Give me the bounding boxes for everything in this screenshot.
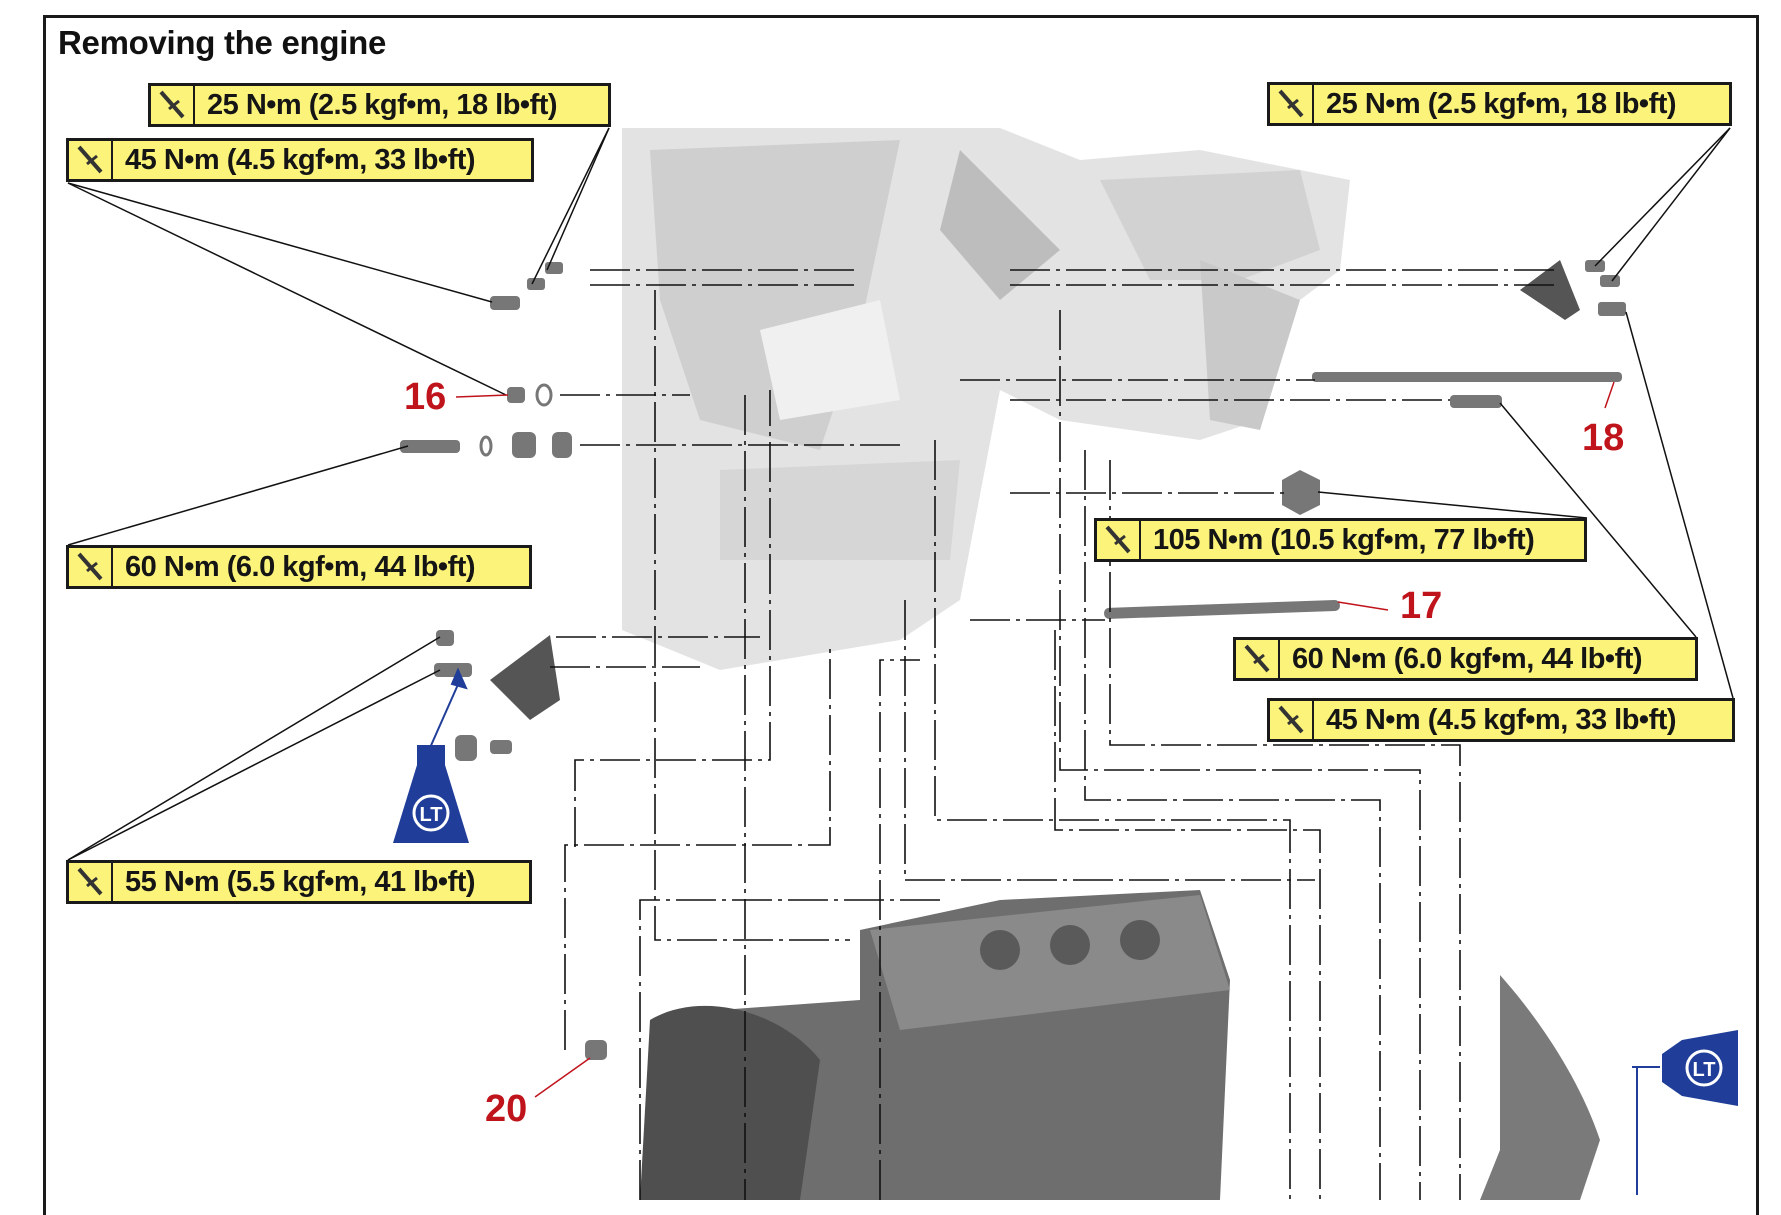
torque-wrench-icon (1236, 640, 1280, 678)
locktite-icon: LT (393, 745, 469, 843)
torque-wrench-icon (1097, 521, 1141, 559)
torque-spec-label: 45 N•m (4.5 kgf•m, 33 lb•ft) (66, 138, 534, 182)
engine (640, 890, 1600, 1200)
motorcycle-frame (622, 128, 1350, 670)
torque-wrench-icon (1270, 85, 1314, 123)
leader-lines (67, 127, 1734, 1200)
torque-wrench-icon (69, 863, 113, 901)
torque-wrench-icon (1270, 701, 1314, 739)
lt-label: LT (420, 804, 443, 826)
torque-spec-label: 55 N•m (5.5 kgf•m, 41 lb•ft) (66, 860, 532, 904)
torque-wrench-icon (151, 86, 195, 124)
bolts (400, 260, 1626, 1060)
torque-spec-label: 105 N•m (10.5 kgf•m, 77 lb•ft) (1094, 518, 1587, 562)
torque-spec-label: 60 N•m (6.0 kgf•m, 44 lb•ft) (1233, 637, 1698, 681)
callout-18: 18 (1582, 417, 1625, 459)
callout-leaders (455, 381, 1615, 1098)
callout-20: 20 (485, 1088, 528, 1130)
section-title: Removing the engine (58, 24, 387, 61)
lt-label: LT (1693, 1059, 1716, 1081)
locktite-icon: LT (1662, 1030, 1738, 1106)
lt-arrows (428, 667, 1660, 1195)
torque-spec-label: 45 N•m (4.5 kgf•m, 33 lb•ft) (1267, 698, 1735, 742)
callout-16: 16 (404, 376, 447, 418)
torque-spec-label: 25 N•m (2.5 kgf•m, 18 lb•ft) (148, 83, 611, 127)
callout-17: 17 (1400, 585, 1443, 627)
torque-spec-label: 60 N•m (6.0 kgf•m, 44 lb•ft) (66, 545, 532, 589)
page-border (43, 15, 1759, 1215)
torque-wrench-icon (69, 141, 113, 179)
torque-spec-label: 25 N•m (2.5 kgf•m, 18 lb•ft) (1267, 82, 1732, 126)
torque-wrench-icon (69, 548, 113, 586)
